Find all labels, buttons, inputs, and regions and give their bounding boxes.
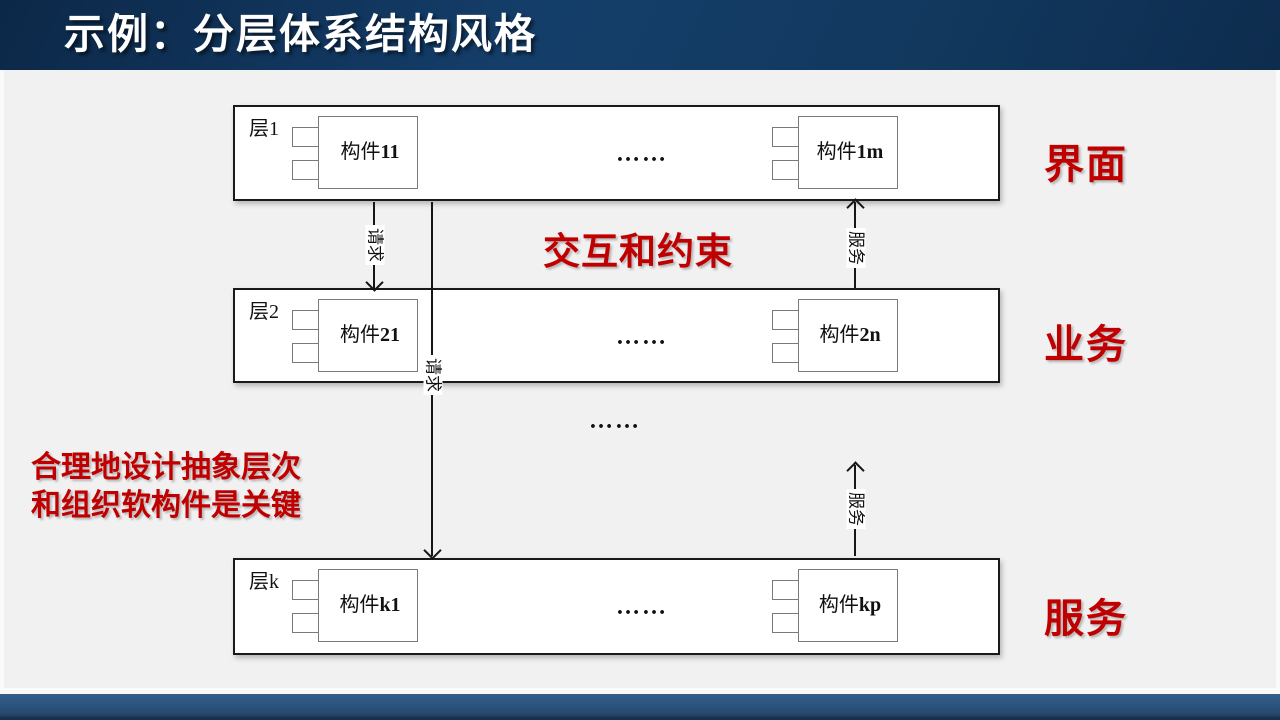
arrow-label-request: 请求 [423,355,443,395]
component-label-id: 2n [859,324,881,346]
side-label-service: 服务 [1044,597,1128,641]
component-label-id: 21 [380,324,400,346]
side-label-business: 业务 [1044,323,1128,367]
component-body [798,116,898,189]
middle-ellipsis: …… [589,408,641,434]
arrow-label-request: 请求 [365,225,385,265]
layer-ellipsis: …… [616,141,668,167]
component-label-id: 11 [380,141,400,163]
component-k1: 构件k1 [292,569,420,645]
component-body [318,569,418,642]
layer-ellipsis: …… [616,324,668,350]
key-point-note: 合理地设计抽象层次 和组织软构件是关键 [18,449,314,525]
component-body [798,569,898,642]
component-label-id: 1m [856,141,884,163]
component-label-id: kp [858,594,882,616]
component-kp: 构件kp [772,569,900,645]
footer-bar [0,694,1280,720]
component-label-prefix: 构件 [339,594,380,616]
component-label-prefix: 构件 [819,324,860,346]
component-21: 构件21 [292,299,420,375]
component-label-id: k1 [379,594,401,616]
arrow-label-service: 服务 [846,228,866,268]
request-arrow-layer1-to-layer2: 请求 [365,202,385,292]
component-body [318,116,418,189]
service-arrow-layer2-to-layer1: 服务 [846,198,866,288]
layer-ellipsis: …… [616,594,668,620]
component-label-prefix: 构件 [818,594,859,616]
component-label: 构件11 [322,116,418,189]
request-arrow-layer1-to-layerk: 请求 [423,202,443,560]
component-label: 构件kp [802,569,898,642]
layer-box-2: 层2 构件21 …… 构件2n [233,288,1000,383]
slide-title: 示例：分层体系结构风格 [64,11,537,57]
component-label-prefix: 构件 [340,141,381,163]
key-point-line1: 合理地设计抽象层次 [31,451,301,484]
layer-name-label: 层k [249,571,279,593]
component-label-prefix: 构件 [816,141,857,163]
component-label: 构件1m [802,116,898,189]
interaction-constraint-note: 交互和约束 [543,231,733,272]
component-label-prefix: 构件 [340,324,380,346]
header-bar: 示例：分层体系结构风格 [0,0,1280,70]
component-1m: 构件1m [772,116,900,192]
component-label: 构件k1 [322,569,418,642]
key-point-line2: 和组织软构件是关键 [31,489,301,522]
component-label: 构件21 [322,299,418,372]
service-arrow-from-layerk: 服务 [846,461,866,556]
layer-box-k: 层k 构件k1 …… 构件kp [233,558,1000,655]
side-label-interface: 界面 [1044,143,1128,187]
component-2n: 构件2n [772,299,900,375]
component-body [318,299,418,372]
component-body [798,299,898,372]
layer-name-label: 层2 [249,301,279,323]
component-label: 构件2n [802,299,898,372]
component-11: 构件11 [292,116,420,192]
layer-box-1: 层1 构件11 …… 构件1m [233,105,1000,201]
arrow-label-service: 服务 [846,489,866,529]
layer-name-label: 层1 [249,118,279,140]
